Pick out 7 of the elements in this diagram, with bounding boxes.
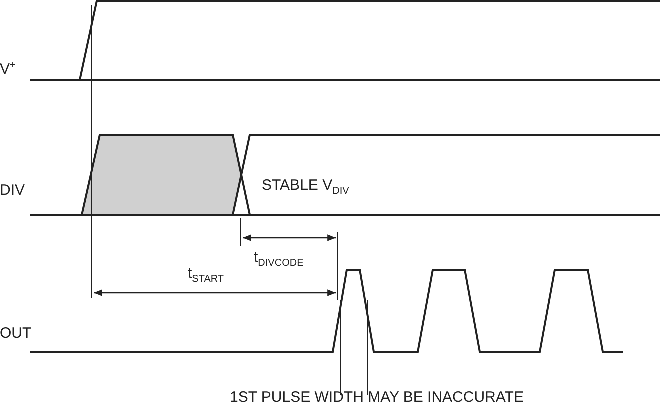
dimension-label: t$_{START}$ xyxy=(188,266,224,287)
signal-name: OUT xyxy=(0,326,32,342)
dimension-label: t$_{DIVCODE}$ xyxy=(254,250,304,271)
waveform-annotation: STABLE V$_{DIV}$ xyxy=(262,178,350,199)
signal-name: V$^{+}$ xyxy=(0,59,16,78)
note-text: 1ST PULSE WIDTH MAY BE INACCURATE xyxy=(230,390,524,406)
signal-name: DIV xyxy=(0,183,26,199)
